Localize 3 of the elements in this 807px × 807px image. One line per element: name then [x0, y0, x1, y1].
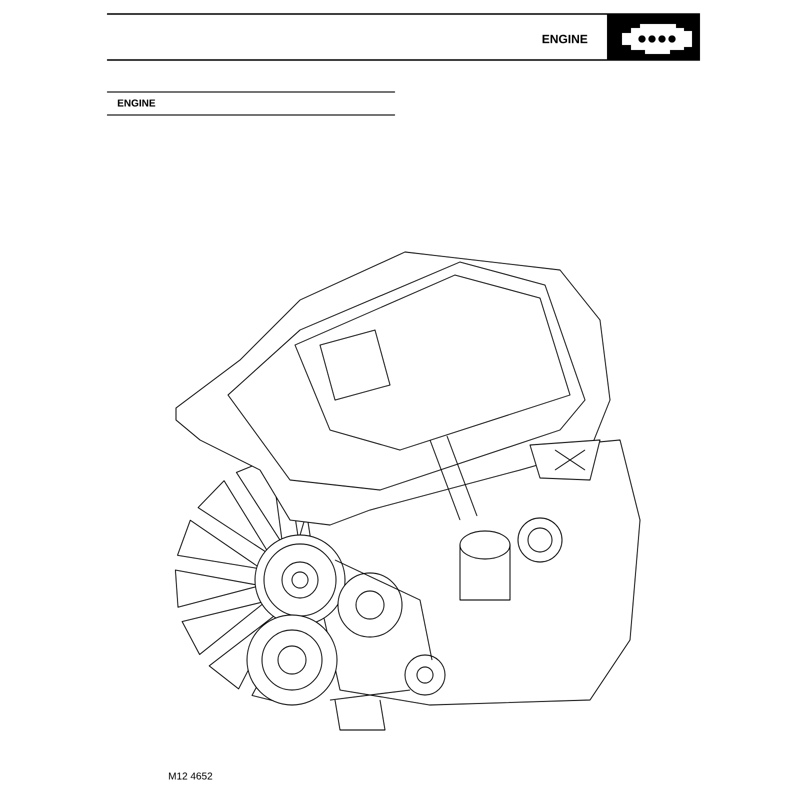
figure-number: M12 4652: [169, 772, 212, 780]
section-heading: ENGINE: [118, 99, 156, 107]
page-heading: ENGINE: [542, 34, 588, 44]
